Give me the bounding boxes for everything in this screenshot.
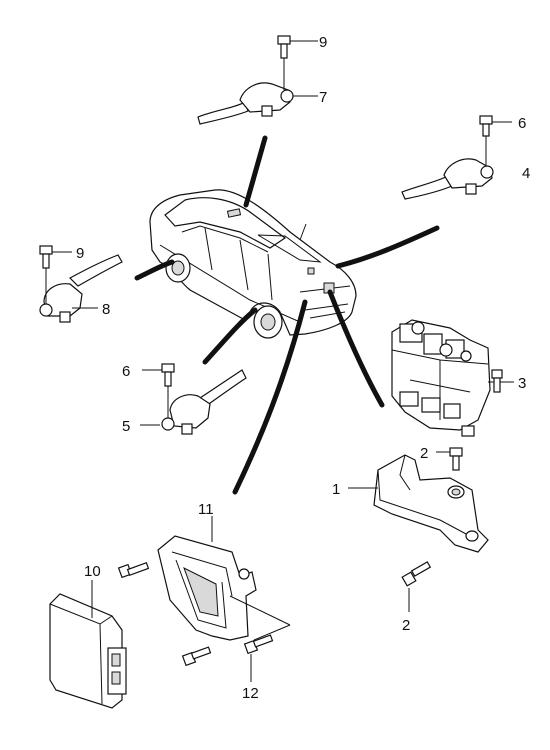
leader-strokes <box>134 135 440 495</box>
callout-2-lower: 2 <box>402 617 410 634</box>
callout-3: 3 <box>518 375 526 392</box>
bolt-9-top <box>277 35 318 59</box>
callout-numbers: 9 7 6 4 9 8 6 3 5 2 1 11 10 2 12 <box>76 34 530 702</box>
bolt-ecu-left <box>117 561 150 579</box>
callout-2-upper: 2 <box>420 445 428 462</box>
bolt-2-lower <box>401 561 432 612</box>
callout-6-left: 6 <box>122 363 130 380</box>
callout-9-left: 9 <box>76 245 84 262</box>
car-illustration <box>149 189 357 339</box>
bolt-6-right <box>479 115 512 137</box>
callout-1: 1 <box>332 481 340 498</box>
bolt-ecu-bottom <box>181 646 212 667</box>
bolt-3 <box>491 369 503 393</box>
bolt-9-left <box>39 245 72 269</box>
callout-6-right: 6 <box>518 115 526 132</box>
abs-bracket <box>348 454 489 553</box>
abs-ecu-module <box>49 580 127 709</box>
callout-5: 5 <box>122 418 130 435</box>
wheel-sensor-8 <box>39 254 123 323</box>
bolt-6-left <box>142 363 175 387</box>
callout-11: 11 <box>198 501 214 518</box>
callout-7: 7 <box>319 89 327 106</box>
bolt-12 <box>243 634 274 682</box>
callout-9-top: 9 <box>319 34 327 51</box>
callout-12: 12 <box>242 685 259 702</box>
ecu-bracket <box>157 516 291 641</box>
bolt-2-upper <box>436 447 463 471</box>
callout-8: 8 <box>102 301 110 318</box>
callout-10: 10 <box>84 563 101 580</box>
callout-4: 4 <box>522 165 530 182</box>
wheel-sensor-4 <box>401 132 494 200</box>
wheel-sensor-7 <box>197 48 318 125</box>
wheel-sensor-5 <box>140 369 247 435</box>
abs-hydraulic-unit <box>391 319 514 437</box>
